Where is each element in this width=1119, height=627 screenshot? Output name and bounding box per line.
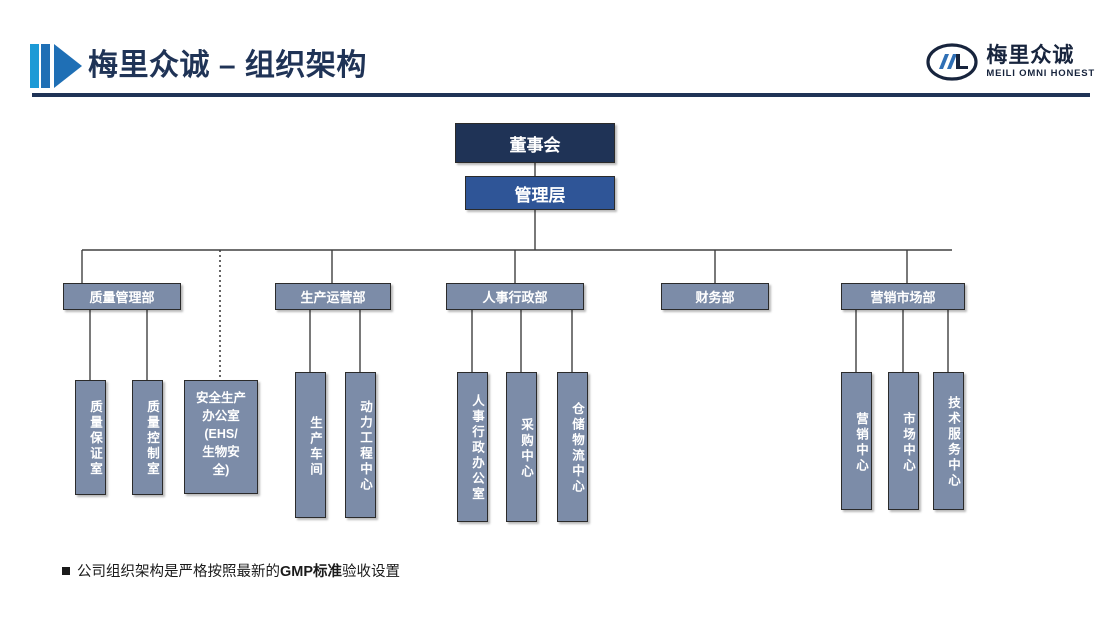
node-dept-finance[interactable]: 财务部 <box>661 283 769 310</box>
node-dept-hr-administration[interactable]: 人事行政部 <box>446 283 584 310</box>
node-sub-ehs-line-2: 办公室 <box>202 409 240 423</box>
company-logo: 梅里众诚 MEILI OMNI HONEST <box>925 42 1095 82</box>
logo-text: 梅里众诚 MEILI OMNI HONEST <box>986 43 1095 80</box>
page-title: 梅里众诚 – 组织架构 <box>88 49 367 82</box>
logo-emblem-icon <box>926 43 978 81</box>
node-board-of-directors[interactable]: 董事会 <box>455 123 615 163</box>
node-dept-production-operations[interactable]: 生产运营部 <box>275 283 391 310</box>
node-sub-ehs-line-1: 安全生产 <box>195 391 246 405</box>
node-sub-hr-admin-office[interactable]: 人事行政办公室 <box>457 372 488 522</box>
node-sub-sales-center[interactable]: 营销中心 <box>841 372 872 510</box>
node-sub-ehs-line-4: 生物安 <box>202 445 240 459</box>
node-sub-quality-control[interactable]: 质量控制室 <box>132 380 163 495</box>
node-sub-ehs-line-3: (EHS/ <box>204 427 238 441</box>
title-divider <box>32 93 1090 97</box>
node-dept-quality-management[interactable]: 质量管理部 <box>63 283 181 310</box>
node-sub-ehs-office[interactable]: 安全生产 办公室 (EHS/ 生物安 全) <box>184 380 258 494</box>
footer-note: 公司组织架构是严格按照最新的GMP标准验收设置 <box>62 562 400 582</box>
node-sub-warehouse-logistics-center[interactable]: 仓储物流中心 <box>557 372 588 522</box>
slide-header: 梅里众诚 – 组织架构 梅里众诚 MEILI OMNI HONEST <box>0 0 1119 100</box>
play-triangle-icon <box>54 44 82 88</box>
node-sub-market-center[interactable]: 市场中心 <box>888 372 919 510</box>
node-management[interactable]: 管理层 <box>465 176 615 210</box>
node-sub-technical-service-center[interactable]: 技术服务中心 <box>933 372 964 510</box>
bullet-square-icon <box>62 567 70 575</box>
footer-text-after: 验收设置 <box>342 564 401 580</box>
footer-text-bold: GMP标准 <box>280 564 343 580</box>
node-sub-quality-assurance[interactable]: 质量保证室 <box>75 380 106 495</box>
accent-bar-dark-icon <box>41 44 50 88</box>
node-sub-ehs-line-5: 全) <box>212 463 230 477</box>
footer-text-before: 公司组织架构是严格按照最新的 <box>77 564 280 580</box>
logo-chinese-name: 梅里众诚 <box>986 43 1075 67</box>
node-sub-power-engineering-center[interactable]: 动力工程中心 <box>345 372 376 518</box>
logo-english-name: MEILI OMNI HONEST <box>986 67 1095 79</box>
node-sub-purchasing-center[interactable]: 采购中心 <box>506 372 537 522</box>
accent-bar-light-icon <box>30 44 39 88</box>
node-sub-production-workshop[interactable]: 生产车间 <box>295 372 326 518</box>
node-dept-marketing[interactable]: 营销市场部 <box>841 283 965 310</box>
